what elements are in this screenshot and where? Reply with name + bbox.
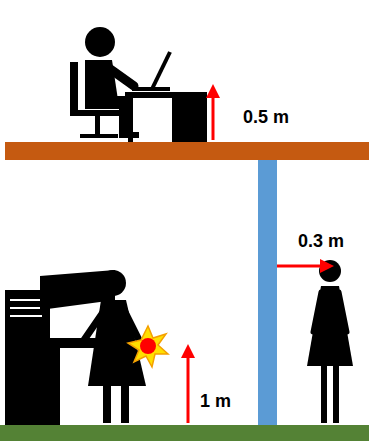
bystander-head bbox=[319, 260, 341, 282]
operator-leg bbox=[103, 386, 111, 423]
machine-vent bbox=[10, 307, 42, 309]
operator-head bbox=[100, 270, 126, 296]
arrow-head bbox=[320, 259, 334, 273]
machine-tower bbox=[5, 290, 50, 425]
radiation-source bbox=[128, 326, 168, 367]
bystander-arm bbox=[313, 292, 321, 332]
arrow-head bbox=[181, 344, 195, 358]
height-arrow bbox=[187, 356, 190, 423]
wall-pillar bbox=[258, 160, 277, 425]
desk-leg bbox=[128, 98, 133, 142]
bystander bbox=[307, 260, 353, 423]
chair-stem bbox=[95, 116, 100, 134]
dimension-label: 0.5 m bbox=[243, 108, 289, 126]
desk-drawer bbox=[172, 98, 207, 142]
laptop-screen bbox=[152, 52, 170, 89]
dimension-arrows bbox=[181, 84, 334, 423]
operator-leg bbox=[121, 386, 129, 423]
worker-head bbox=[85, 27, 115, 57]
chair-seat bbox=[70, 110, 125, 116]
distance-arrow bbox=[277, 265, 322, 268]
height-arrow bbox=[212, 96, 215, 140]
operator-arm bbox=[84, 308, 106, 340]
ground-floor bbox=[0, 425, 369, 441]
machine-vent bbox=[10, 315, 42, 317]
source-point bbox=[140, 338, 156, 354]
arrow-head bbox=[206, 84, 220, 98]
machine-column bbox=[50, 348, 60, 425]
seated-worker bbox=[70, 27, 207, 142]
bystander-dress bbox=[307, 286, 353, 366]
dimension-label: 1 m bbox=[200, 392, 231, 410]
machine-vent bbox=[10, 299, 42, 301]
dimension-label: 0.3 m bbox=[298, 232, 344, 250]
bystander-leg bbox=[333, 366, 339, 423]
chair-back bbox=[70, 62, 78, 112]
chair-base bbox=[80, 134, 118, 138]
operator-arm bbox=[123, 308, 140, 342]
bystander-leg bbox=[321, 366, 327, 423]
upper-floor bbox=[5, 142, 369, 160]
worker-arm bbox=[106, 66, 134, 86]
desk-top bbox=[125, 92, 207, 98]
bystander-arm bbox=[339, 292, 347, 332]
